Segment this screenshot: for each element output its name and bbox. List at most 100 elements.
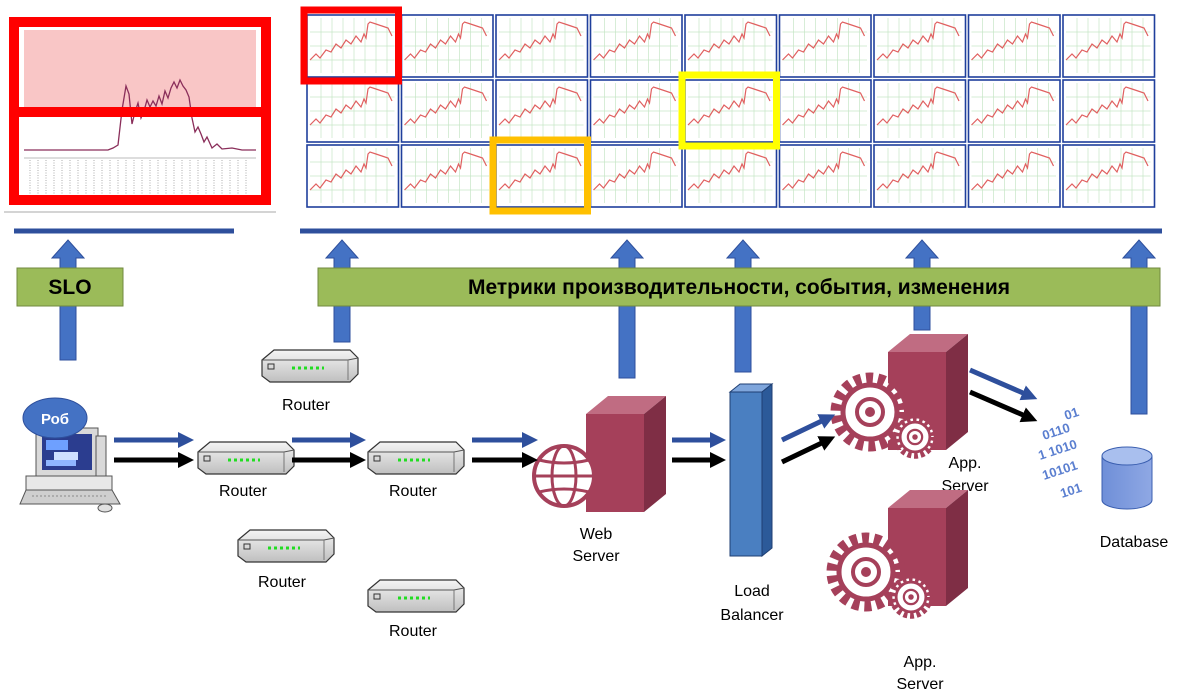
router-3: Router [236,528,336,591]
alert-highlight-yellow [678,71,780,150]
thumbnail-grid [971,148,1056,203]
thumbnail-line [876,21,960,61]
metric-thumbnail [495,79,589,143]
router-label: Router [389,483,438,500]
svg-text:101: 101 [1058,480,1083,501]
metric-thumbnail [967,144,1061,208]
thumbnail-line [1065,21,1149,61]
globe-icon [532,444,596,508]
router-label: Router [219,483,268,500]
thumbnail-line [1065,86,1149,126]
database-label: Database [1100,534,1169,551]
database: 01 0110 1 1010 10101 101 Database [1036,404,1168,551]
up-arrows [50,239,1157,415]
thumbnail-grid [499,83,584,138]
robot-workstation: Роб [19,397,121,513]
thumbnail-line [687,21,771,61]
thumbnail-grid [404,18,489,73]
metrics-band [317,267,1161,307]
slo-band [16,267,124,307]
arrow-blue [780,414,836,443]
thumbnail-grid [593,83,678,138]
arrow-blue [969,367,1038,401]
router-1: Router [196,440,296,500]
metrics-label: Метрики производительности, события, изм… [468,276,1010,299]
router-top: Router [260,348,360,414]
web-server: Web Server [532,396,666,565]
metric-thumbnail [778,144,872,208]
metric-thumbnail [589,14,683,78]
thumbnail-line [971,86,1055,126]
thumbnail-grid [404,83,489,138]
web-server-label-1: Web [580,526,613,543]
database-icon [1101,446,1153,510]
load-balancer-label-2: Balancer [720,607,784,624]
metric-thumbnail [400,144,494,208]
thumbnail-line [404,151,488,191]
thumbnail-grid [1066,83,1151,138]
thumbnail-line [687,86,771,126]
thumbnail-grid [1066,148,1151,203]
server-icon [586,396,666,512]
metric-thumbnail [306,144,400,208]
metric-thumbnail [967,79,1061,143]
slo-chart [4,17,276,213]
app-server-1: App. Server [836,334,989,495]
metric-thumbnail [589,79,683,143]
robot-badge [22,397,88,439]
arrow-black [969,389,1038,423]
alert-highlight-red [300,6,402,85]
slo-axis-ticks [29,160,247,198]
metric-thumbnail [1062,79,1156,143]
thumbnail-line [1065,151,1149,191]
thumbnail-grid [971,83,1056,138]
metric-thumbnail [400,79,494,143]
up-arrow-2 [609,239,645,379]
metric-thumbnail [778,79,872,143]
router-2: Router [366,440,466,500]
router-4: Router [366,578,466,640]
app-server-1-label-1: App. [949,455,982,472]
metric-thumbnail [684,144,778,208]
metric-thumbnail [873,79,967,143]
app-server-2-label-2: Server [896,676,944,693]
thumbnail-line [876,151,960,191]
thumbnail-line [971,21,1055,61]
thumbnail-line [309,151,393,191]
thumbnail-line [687,151,771,191]
metric-thumbnail [684,79,778,143]
robot-label: Роб [41,411,69,428]
thumbnail-line [876,86,960,126]
slo-alert-frame-bottom [9,107,271,205]
metric-thumbnail [778,14,872,78]
router-label: Router [282,397,331,414]
traffic-arrows [114,367,1038,469]
metric-thumbnail [400,14,494,78]
thumbnail-grid [877,18,962,73]
router-icon [236,528,336,564]
thumbnail-line [404,86,488,126]
thumbnail-grid [404,148,489,203]
thumbnail-grid [877,83,962,138]
thumbnail-grid [782,148,867,203]
router-icon [196,440,296,476]
thumbnail-line [593,151,677,191]
metric-thumbnail [495,144,589,208]
metrics-grid [300,6,1156,215]
app-server-2-label-1: App. [904,654,937,671]
thumbnail-line [309,86,393,126]
thumbnail-line [782,86,866,126]
up-arrow-5 [1121,239,1157,415]
thumbnail-line [498,86,582,126]
svg-text:10101: 10101 [1040,457,1079,482]
thumbnail-line [498,21,582,61]
slo-label: SLO [48,276,91,299]
thumbnail-line [404,21,488,61]
metric-thumbnail [967,14,1061,78]
web-server-label-2: Server [572,548,620,565]
metric-thumbnail [495,14,589,78]
metric-thumbnail [873,144,967,208]
app-server-2: App. Server [832,490,968,693]
metric-thumbnail [306,79,400,143]
